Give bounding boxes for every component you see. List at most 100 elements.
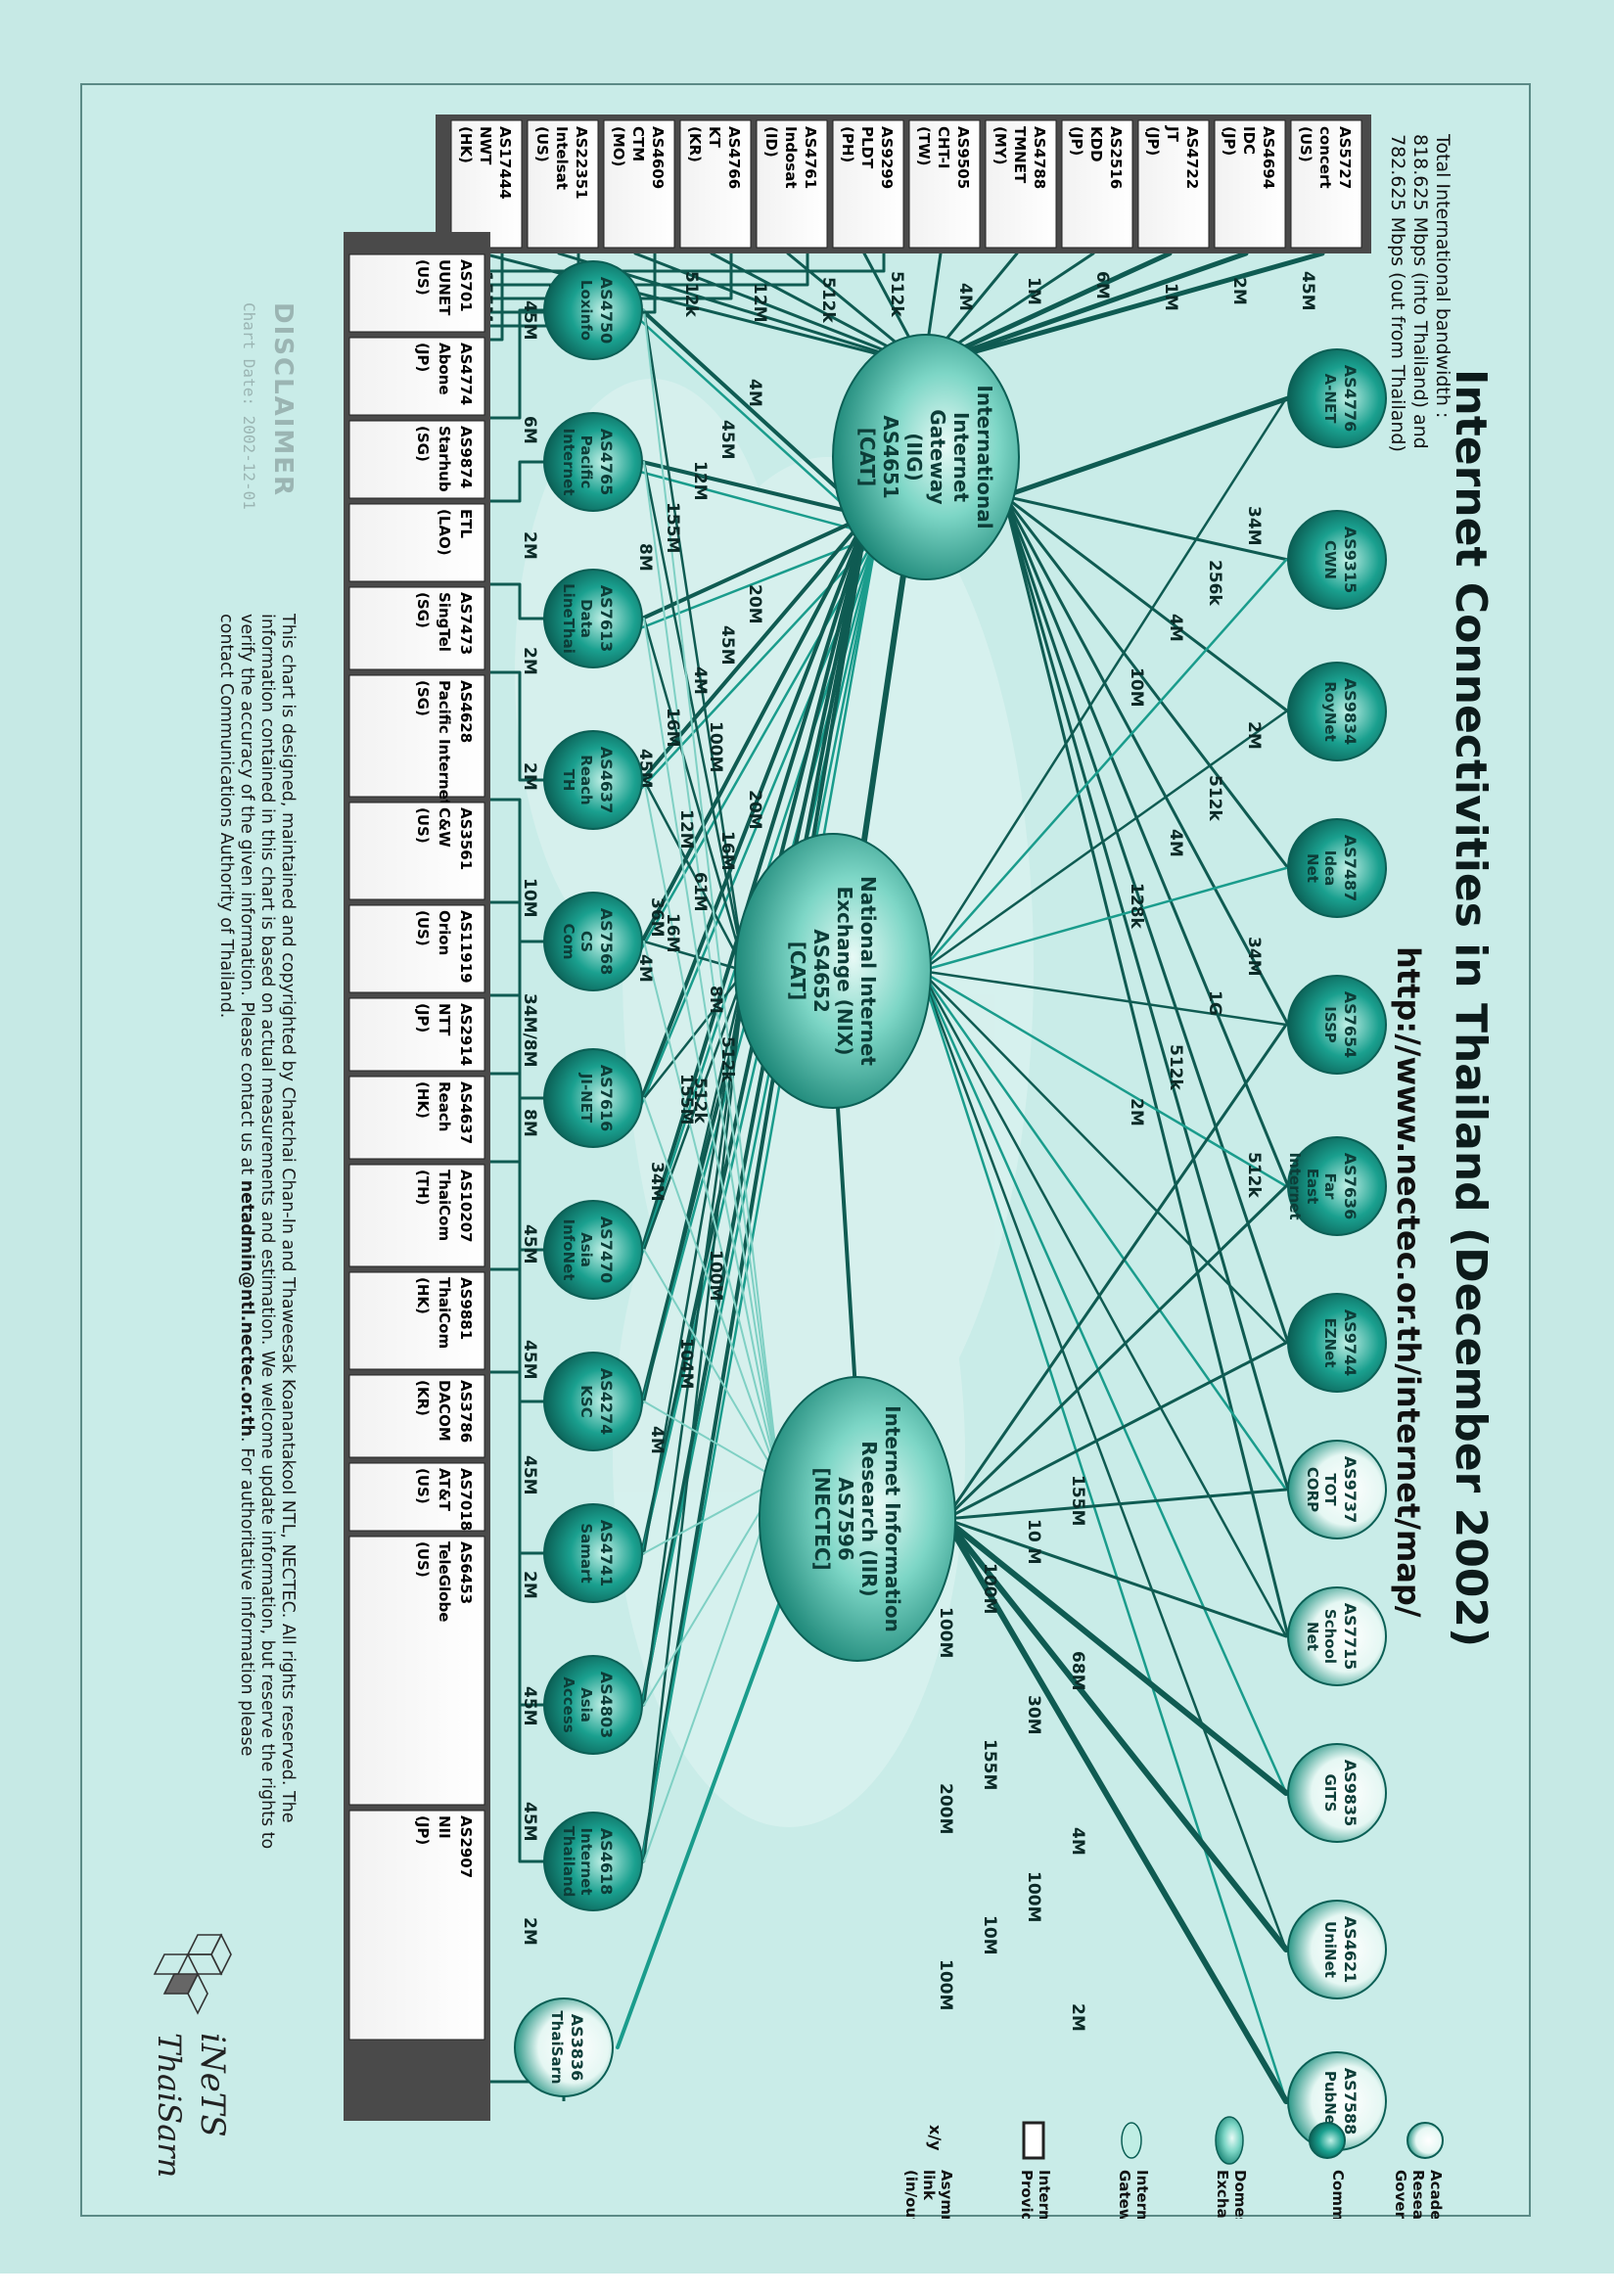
- provider-box-frame: [527, 119, 599, 249]
- provider-label: AS11919: [457, 910, 475, 984]
- provider-label: Pacific Internet: [436, 680, 453, 806]
- rotated-canvas: Internet Connectivities in Thailand (Dec…: [82, 85, 1533, 2219]
- top-node-name: RoyNet: [1321, 681, 1339, 742]
- top-node-name: Net: [1304, 1622, 1321, 1651]
- iig-top-link-label: 4M: [1166, 614, 1185, 642]
- provider-label: (JP): [414, 1815, 432, 1845]
- top-node-as: AS7636: [1341, 1153, 1360, 1219]
- legend-item: InternationalProvider: [1018, 2121, 1053, 2219]
- iig-bottom-link-label: 61M: [690, 872, 710, 912]
- iig-provider-link: [946, 251, 1173, 357]
- provider-label: AS4788: [1031, 126, 1048, 189]
- nix-top-link: [919, 969, 1288, 1027]
- node-layer: AS4776A-NETAS9315CWNAS9834RoyNetAS7487Id…: [514, 260, 1387, 2151]
- iig-hub-label: International: [973, 385, 996, 528]
- provider-box-frame: [348, 503, 485, 582]
- legend-label: International: [1133, 2170, 1151, 2219]
- top-node-as: AS9737: [1341, 1456, 1360, 1523]
- bottom-node-as: AS4637: [597, 747, 616, 813]
- iir-hub-label: Internet Information: [881, 1405, 904, 1632]
- provider-label: (KR): [686, 126, 704, 162]
- provider-label: (MY): [991, 126, 1009, 165]
- bottom-node-name: Internet: [577, 1827, 595, 1895]
- bottom-provider-link: [490, 1370, 544, 1863]
- bottom-link-label: 2M: [520, 531, 539, 560]
- disclaimer-line-4: contact Communications Authority of Thai…: [216, 614, 236, 1019]
- nix-hub-label: National Internet: [856, 876, 880, 1066]
- nix-top-link: [919, 969, 1288, 1345]
- top-node-name: EZNet: [1321, 1317, 1339, 1367]
- hub-layer: InternationalInternetGateway(IIG)AS4651[…: [734, 334, 1020, 1662]
- provider-label: (TW): [915, 126, 933, 166]
- legend-label: International: [1036, 2170, 1053, 2219]
- bottom-node-as: AS4803: [597, 1672, 616, 1738]
- provider-label: AS17444: [496, 126, 514, 200]
- bottom-node-as: AS7568: [597, 908, 616, 975]
- provider-label: AS7473: [457, 592, 475, 655]
- top-node-name: Far: [1321, 1173, 1339, 1200]
- bottom-node-name: InfoNet: [560, 1219, 577, 1281]
- provider-box-frame: [908, 119, 981, 249]
- iir-top-link: [943, 1516, 1289, 1952]
- provider-label: NTT: [436, 1003, 453, 1036]
- bottom-node-as: AS4765: [597, 429, 616, 495]
- bottom-node-as: AS4618: [597, 1828, 616, 1895]
- provider-trunk-link: [490, 253, 504, 342]
- iig-nix-link: [859, 552, 909, 856]
- iir-bottom-link: [643, 618, 780, 1481]
- bottom-node-name: Access: [560, 1676, 577, 1732]
- provider-label: PLDT: [858, 126, 876, 169]
- scan-margin: [0, 2273, 1614, 2296]
- iir-link-label: 100M: [1024, 1871, 1043, 1922]
- legend-label: link: [920, 2170, 938, 2201]
- iig-top-link: [1002, 494, 1290, 1188]
- disclaimer-line-1: This chart is designed, maintained and c…: [278, 614, 298, 1823]
- provider-label: TMNET: [1011, 126, 1029, 184]
- provider-label: TeleGlobe: [436, 1541, 453, 1622]
- iig-bottom-link-label: 20M: [745, 584, 764, 624]
- provider-box-frame: [679, 119, 752, 249]
- provider-label: (JP): [1068, 126, 1085, 156]
- provider-label: ThaiCom: [436, 1277, 453, 1349]
- provider-label: DACOM: [436, 1380, 453, 1442]
- contact-email[interactable]: netadmin@ntl.nectec.or.th: [237, 1179, 256, 1437]
- provider-box-frame: [348, 904, 485, 993]
- bottom-node-circle: [543, 730, 643, 830]
- nix-hub-label: Exchange (NIX): [833, 886, 856, 1055]
- bottom-node-as: AS4750: [597, 277, 616, 344]
- iir-link-label: 100M: [936, 1959, 955, 2010]
- legend-label: Domestic: [1231, 2170, 1249, 2219]
- provider-label: (MO): [610, 126, 627, 166]
- top-node-circle: [1287, 1293, 1387, 1393]
- bottom-node-as: AS4741: [597, 1520, 616, 1586]
- iir-link-label: 10 M: [1024, 1519, 1043, 1565]
- top-node-as: AS9835: [1341, 1760, 1360, 1826]
- iig-top-link: [1002, 494, 1290, 1027]
- top-node-name: ISSP: [1321, 1006, 1339, 1043]
- provider-label: AS9881: [457, 1277, 475, 1340]
- top-node-name: Net: [1304, 853, 1321, 883]
- iig-hub-label: Internet: [949, 412, 973, 502]
- iig-hub-shape: [832, 334, 1020, 580]
- provider-label: AS701: [457, 259, 475, 312]
- inets-logo: iNeTS ThaiSarn: [151, 1933, 232, 2178]
- iig-top-link-label: 512k: [1205, 775, 1224, 821]
- provider-label: (US): [533, 126, 551, 162]
- chart-title: Internet Connectivities in Thailand (Dec…: [1446, 369, 1496, 1647]
- provider-label: NWT: [477, 126, 494, 165]
- provider-label: AS4774: [457, 343, 475, 405]
